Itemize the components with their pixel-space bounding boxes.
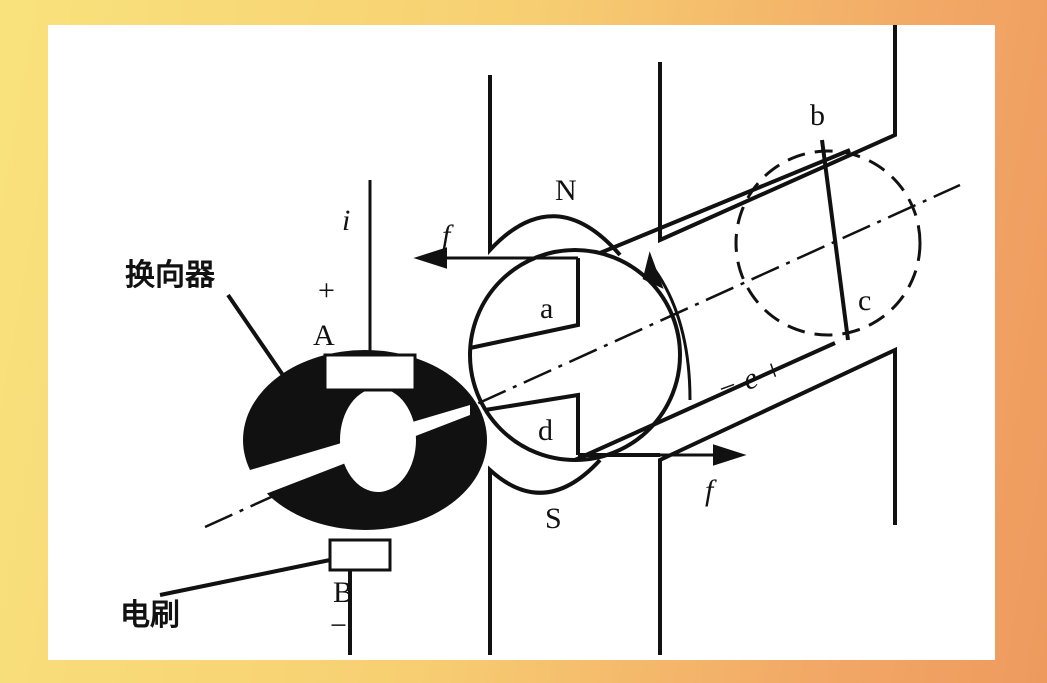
brush-label: 电刷 (120, 598, 180, 633)
emf-label: − e + (712, 352, 788, 407)
coil-d-label: d (538, 414, 553, 447)
minus-sign: − (330, 609, 347, 642)
north-pole (488, 25, 897, 257)
coil-ad (469, 258, 660, 457)
rotation-arrow (653, 269, 692, 401)
rotor-back (734, 149, 922, 337)
brush-a (323, 353, 417, 392)
force-top-label: f (442, 219, 454, 252)
south-pole-label: S (545, 502, 562, 535)
north-pole-label: N (555, 174, 577, 207)
coil-bc (820, 139, 850, 341)
current-label: i (342, 204, 350, 237)
coil-a-label: a (540, 292, 553, 325)
coil-c-label: c (858, 284, 871, 317)
commutator-label: 换向器 (125, 258, 216, 293)
brush-b-label: B (333, 576, 353, 609)
coil-b-label: b (810, 99, 825, 132)
commutator (243, 350, 487, 530)
brush-a-label: A (313, 319, 335, 352)
brush-b (328, 538, 392, 572)
diagram-panel (48, 25, 995, 660)
force-bottom-label: f (705, 474, 717, 507)
plus-sign: + (318, 274, 335, 307)
south-pole (488, 346, 897, 655)
rotor-edges (574, 148, 851, 462)
